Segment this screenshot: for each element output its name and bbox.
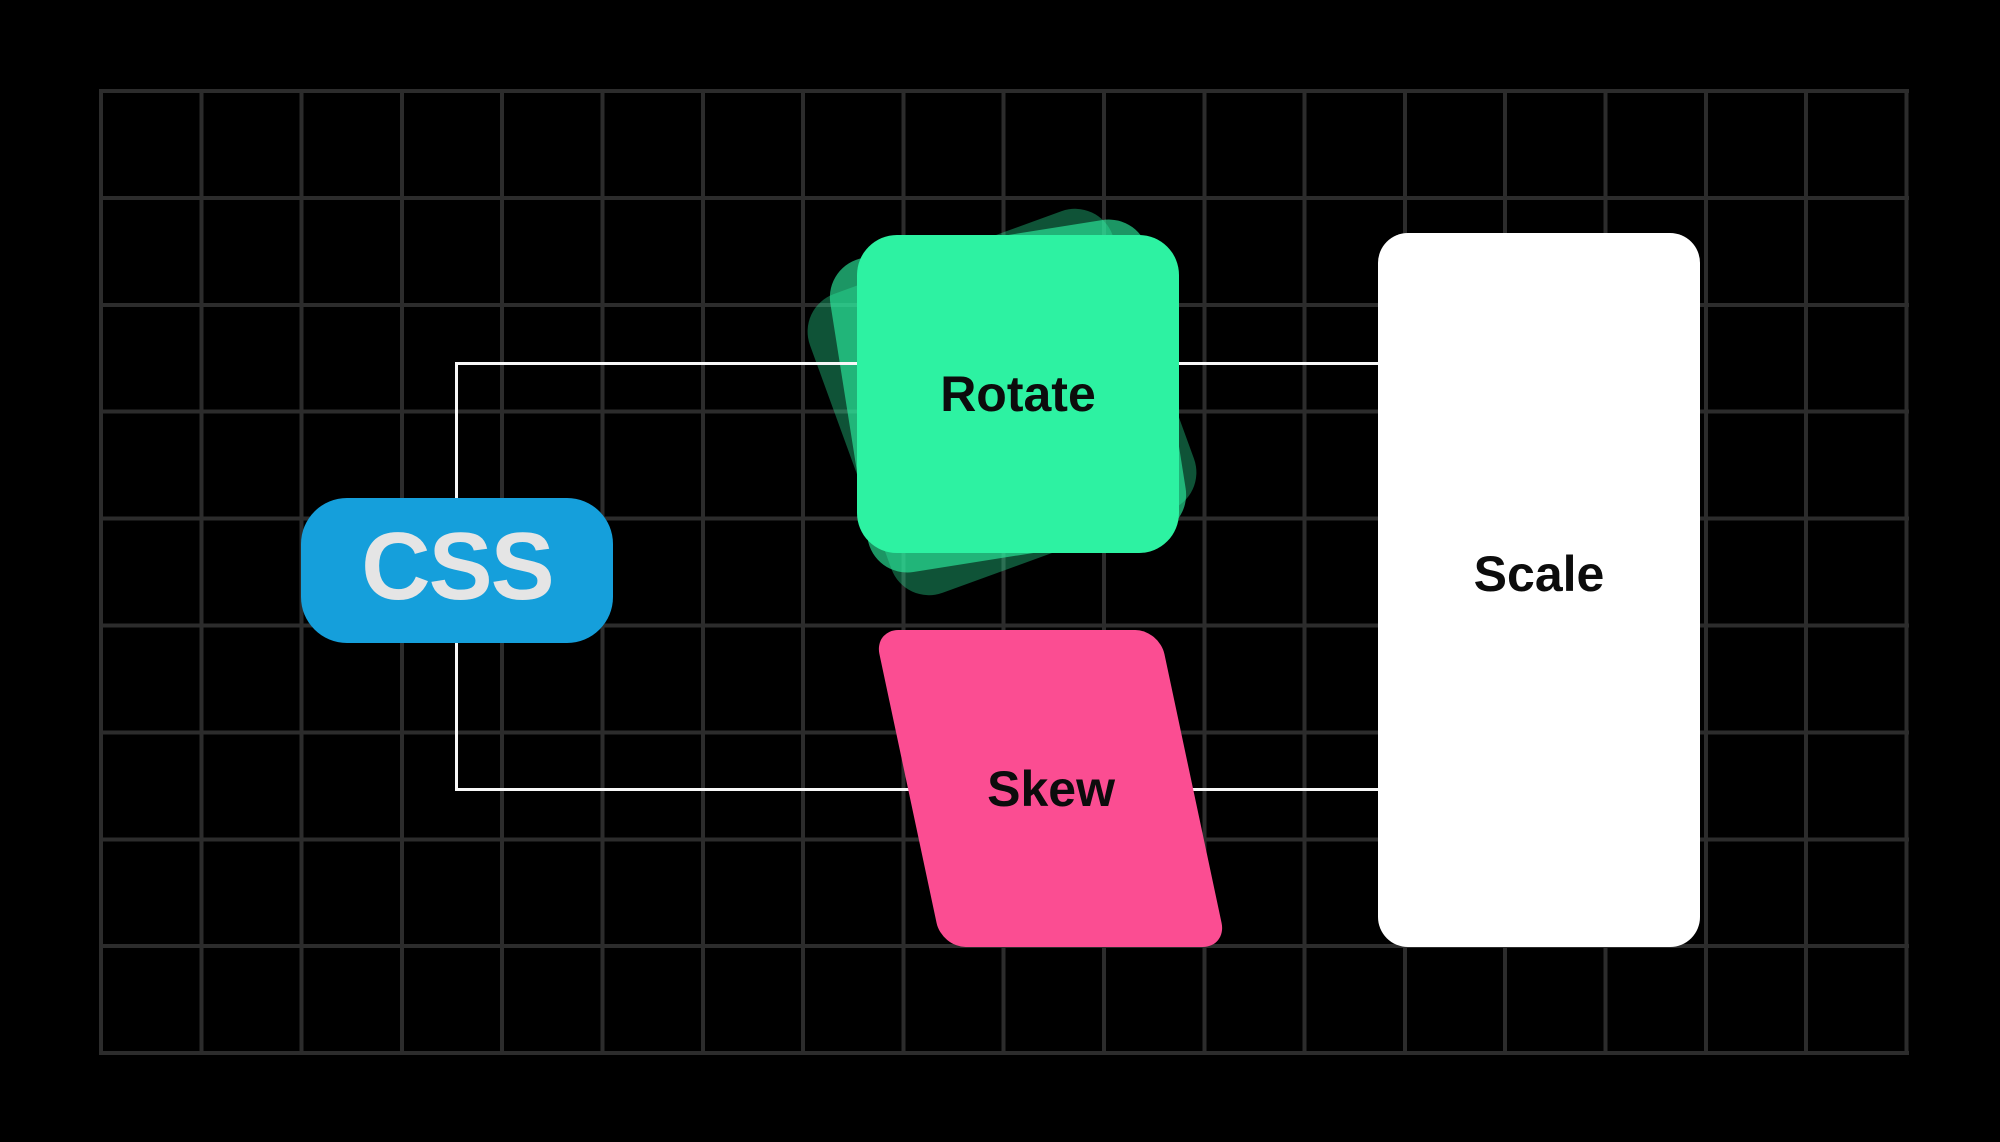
css-badge: CSS xyxy=(301,498,613,643)
scale-card: Scale xyxy=(1378,233,1700,947)
scale-card-label: Scale xyxy=(1473,546,1605,602)
rotate-card-label: Rotate xyxy=(940,366,1096,422)
skew-card-label: Skew xyxy=(986,760,1115,817)
rotate-card: Rotate xyxy=(857,235,1179,553)
css-badge-label: CSS xyxy=(361,512,554,620)
